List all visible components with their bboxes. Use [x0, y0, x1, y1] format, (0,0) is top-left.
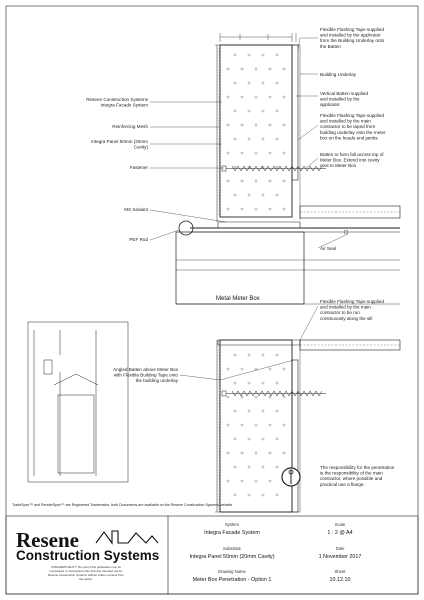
label-building-underlay-line-0: Building Underlay — [320, 72, 357, 77]
date-label: Date — [336, 546, 346, 551]
panel-hatch-upper — [226, 53, 286, 211]
label-angled-batten-line-2: the building underlay — [136, 378, 179, 383]
fastener-lower — [221, 390, 326, 397]
label-integra-panel-line-1: Cavity) — [134, 145, 149, 150]
svg-text:CONFIDENTIALITY: No part of th: CONFIDENTIALITY: No part of this publica… — [51, 565, 121, 569]
label-angled-batten-line-0: Angled Batten above Meter Box — [113, 367, 179, 372]
label-flashing-main-line-1: and installed by the main — [320, 119, 371, 124]
label-batten-fall-line-0: Batten to form fall across top of — [320, 152, 384, 157]
wall-section — [175, 33, 401, 513]
substrate-value: Integra Panel 50mm (20mm Cavity) — [189, 554, 274, 560]
label-vertical-batten-line-0: Vertical Batten supplied — [320, 91, 368, 96]
label-vertical-batten-line-2: applicator — [320, 102, 340, 107]
brand-resene: Resene — [16, 528, 79, 552]
label-batten-fall-line-2: next to Meter Box — [320, 163, 357, 168]
scale-value: 1 : 2 @ A4 — [327, 530, 352, 536]
drawing-name-value: Meter Box Penetration - Option 1 — [193, 577, 272, 583]
substrate-label: Substrate — [223, 546, 242, 551]
confidentiality-note: CONFIDENTIALITY: No part of this publica… — [48, 565, 124, 581]
label-flashing-sill-line-3: continuously along the sill — [320, 316, 372, 321]
label-angled-batten-line-1: with Flexible Building Tape onto — [114, 373, 179, 378]
prohibition-wrench-icon — [281, 467, 301, 487]
brand-construction-systems: Construction Systems — [16, 548, 159, 563]
sheet-value: 10.12.10 — [330, 577, 351, 583]
label-flashing-sill-line-1: and installed by the main — [320, 305, 371, 310]
label-responsibility-line-2: contractor, where possible and — [320, 476, 383, 481]
label-flashing-top-line-3: the Batten — [320, 44, 341, 49]
label-flashing-main-line-2: contractor to be taped from — [320, 124, 375, 129]
panel-hatch-lower — [226, 353, 286, 497]
label-flashing-sill-line-0: Flexible Flashing Tape supplied — [320, 299, 384, 304]
meter-box-label: Metal Meter Box — [216, 296, 260, 302]
svg-text:reproduced or transmitted othe: reproduced or transmitted other than the… — [50, 569, 124, 573]
label-integra-panel-line-0: Integra Panel 50mm (20mm — [91, 139, 148, 144]
label-flashing-top-line-1: and installed by the applicator — [320, 33, 381, 38]
label-flashing-main-line-4: box on the heads and jambs — [320, 135, 378, 140]
house-silhouette-icon — [95, 530, 159, 545]
label-responsibility-line-0: The responsibility for the penetration — [320, 465, 395, 470]
label-responsibility-line-1: is the responsibility of the main — [320, 471, 383, 476]
label-flashing-main-line-3: building underlay onto the meter — [320, 130, 386, 135]
date-value: 1 November 2017 — [319, 554, 362, 560]
leader-lines — [149, 37, 349, 381]
label-resene-system-line-1: Integra Facade System — [101, 103, 149, 108]
sheet-label: Sheet — [335, 569, 347, 574]
fastener-upper — [221, 165, 326, 172]
system-label: System — [225, 522, 239, 527]
svg-text:the author.: the author. — [79, 577, 93, 581]
svg-text:Resene Construction Systems wi: Resene Construction Systems without writ… — [48, 573, 124, 577]
label-pef-rod-line-0: PEF Rod — [129, 237, 148, 242]
label-flashing-top-line-2: from the Building Underlay onto — [320, 38, 385, 43]
drawing-name-label: Drawing Name — [218, 569, 246, 574]
label-vertical-batten-line-1: and installed by the — [320, 97, 360, 102]
title-block — [5, 515, 419, 595]
label-batten-fall-line-1: Meter Box. Extend into cavity — [320, 158, 380, 163]
scale-label: Scale — [335, 522, 346, 527]
elevation-inset — [27, 321, 129, 483]
label-flashing-main-line-0: Flexible Flashing Tape supplied — [320, 113, 384, 118]
label-fastener-line-0: Fastener — [130, 165, 149, 170]
label-resene-system-line-0: Resene Construction Systems — [86, 97, 148, 102]
label-flashing-top-line-0: Flexible Flashing Tape supplied — [320, 27, 384, 32]
trademark-note: TradeSpec™ and RenderSpec™ are Registere… — [12, 503, 232, 507]
label-air-seal-line-0: Air Seal — [320, 246, 336, 251]
label-reinforcing-mesh-line-0: Reinforcing Mesh — [112, 124, 148, 129]
system-value: Integra Facade System — [204, 530, 260, 536]
label-ms-sealant-line-0: MS Sealant — [124, 207, 148, 212]
label-flashing-sill-line-2: contractor to be run — [320, 310, 360, 315]
label-responsibility-line-3: practical use a flange. — [320, 482, 365, 487]
